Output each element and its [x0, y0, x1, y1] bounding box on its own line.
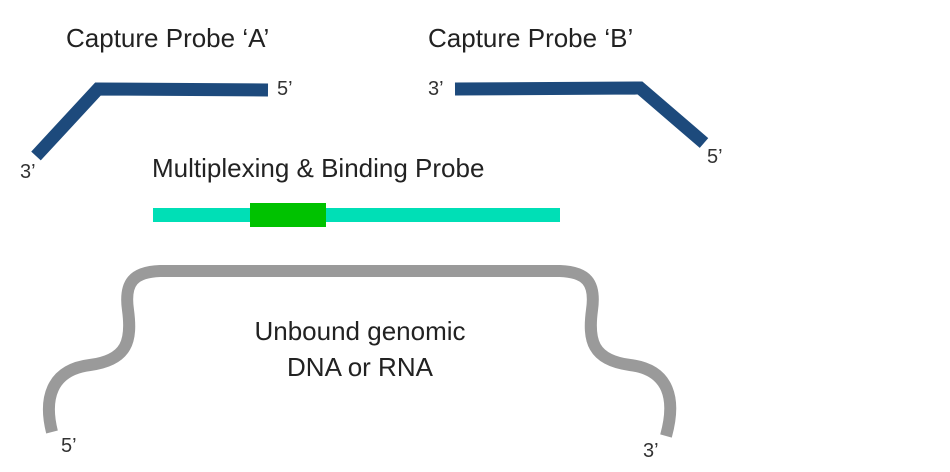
capture-probe-b-5-end: 5’ [707, 146, 723, 168]
genomic-label-line-1: Unbound genomic [254, 316, 466, 346]
genomic-strand [42, 265, 677, 438]
genomic-3-end: 3’ [643, 440, 659, 462]
capture-probe-a-5-end: 5’ [277, 78, 293, 100]
capture-probe-b-strand [454, 81, 709, 148]
capture-probe-a-3-end: 3’ [20, 161, 36, 183]
capture-probe-a-strand [31, 82, 269, 161]
capture-probe-a-label: Capture Probe ‘A’ [66, 23, 270, 53]
capture-probe-b-label: Capture Probe ‘B’ [428, 23, 634, 53]
genomic-label: Unbound genomic DNA or RNA [210, 313, 510, 385]
binding-probe-label: Multiplexing & Binding Probe [152, 153, 485, 183]
capture-probe-b-3-end: 3’ [428, 78, 444, 100]
binding-site-segment [250, 203, 326, 227]
genomic-label-line-2: DNA or RNA [287, 352, 433, 382]
genomic-5-end: 5’ [61, 435, 77, 457]
